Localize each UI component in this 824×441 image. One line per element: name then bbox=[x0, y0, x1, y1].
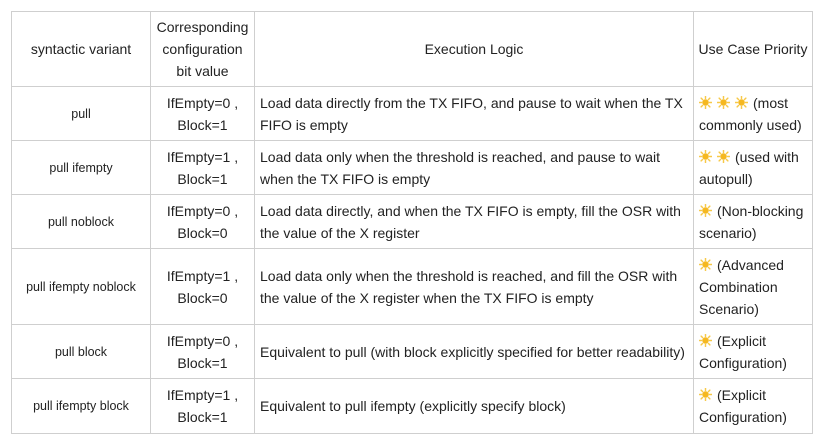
sun-icon bbox=[699, 95, 712, 109]
config-cell: IfEmpty=1 , Block=0 bbox=[150, 248, 255, 325]
pull-variants-table: syntactic variant Corresponding configur… bbox=[11, 11, 813, 434]
priority-label: (Explicit Configuration) bbox=[699, 387, 787, 425]
sun-icon bbox=[699, 388, 712, 401]
config-block: Block=1 bbox=[177, 409, 228, 425]
sun-icon bbox=[699, 203, 712, 217]
table-row: pull ifempty noblock IfEmpty=1 ,Block=0 … bbox=[11, 248, 813, 325]
sun-icon bbox=[717, 149, 730, 163]
logic-cell: Equivalent to pull (with block explicitl… bbox=[254, 324, 694, 379]
priority-suns bbox=[699, 95, 753, 111]
table-row: pull ifempty IfEmpty=1 , Block=1 Load dat… bbox=[11, 140, 813, 195]
config-ifempty: IfEmpty=1 , bbox=[166, 387, 239, 403]
priority-cell: (Advanced Combination Scenario) bbox=[693, 248, 813, 325]
config-ifempty: IfEmpty=1 , bbox=[166, 267, 239, 284]
priority-cell: (Non-blocking scenario) bbox=[693, 194, 813, 249]
variant-cell: pull ifempty noblock bbox=[11, 248, 151, 325]
variant-cell: pull ifempty bbox=[11, 140, 151, 195]
header-config: Corresponding configuration bit value bbox=[150, 11, 255, 87]
config-block: Block=1 bbox=[177, 354, 228, 371]
config-block: Block=1 bbox=[177, 116, 228, 133]
priority-cell: (Explicit Configuration) bbox=[693, 378, 813, 434]
priority-label: (most commonly used) bbox=[699, 94, 802, 133]
config-block: Block=0 bbox=[177, 289, 228, 306]
config-ifempty: IfEmpty=1 , bbox=[166, 148, 239, 165]
header-priority: Use Case Priority bbox=[693, 11, 813, 87]
table-row: pull ifempty block IfEmpty=1 , Block=1 Eq… bbox=[11, 378, 813, 434]
sun-icon bbox=[699, 149, 712, 163]
config-cell: IfEmpty=1 , Block=1 bbox=[150, 140, 255, 195]
config-ifempty: IfEmpty=0 , bbox=[166, 332, 239, 349]
logic-cell: Load data directly, and when the TX FIFO… bbox=[254, 194, 694, 249]
variant-cell: pull bbox=[11, 86, 151, 141]
priority-cell: (used with autopull) bbox=[693, 140, 813, 195]
priority-suns bbox=[699, 149, 735, 165]
variant-cell: pull ifempty block bbox=[11, 378, 151, 434]
table-row: pull block IfEmpty=0 , Block=1 Equivalent… bbox=[11, 324, 813, 379]
variant-cell: pull block bbox=[11, 324, 151, 379]
priority-label: (Non-blocking scenario) bbox=[699, 202, 804, 241]
header-logic: Execution Logic bbox=[254, 11, 694, 87]
priority-suns bbox=[699, 387, 717, 403]
config-block: Block=1 bbox=[177, 170, 228, 187]
sun-icon bbox=[735, 95, 748, 109]
sun-icon bbox=[699, 257, 712, 271]
priority-label: (Advanced Combination Scenario) bbox=[699, 256, 784, 317]
config-cell: IfEmpty=0 , Block=1 bbox=[150, 86, 255, 141]
priority-suns bbox=[699, 333, 717, 349]
priority-label: (used with autopull) bbox=[699, 148, 799, 187]
table-row: pull noblock IfEmpty=0 , Block=0 Load dat… bbox=[11, 194, 813, 249]
sun-icon bbox=[699, 333, 712, 347]
logic-cell: Load data only when the threshold is rea… bbox=[254, 140, 694, 195]
sun-icon bbox=[717, 95, 730, 109]
priority-cell: (most commonly used) bbox=[693, 86, 813, 141]
priority-label: (Explicit Configuration) bbox=[699, 332, 787, 371]
config-ifempty: IfEmpty=0 , bbox=[166, 94, 239, 111]
logic-cell: Load data only when the threshold is rea… bbox=[254, 248, 694, 325]
config-block: Block=0 bbox=[177, 224, 228, 241]
priority-suns bbox=[699, 203, 717, 219]
config-ifempty: IfEmpty=0 , bbox=[166, 202, 239, 219]
table-header-row: syntactic variant Corresponding configur… bbox=[11, 11, 813, 87]
variant-cell: pull noblock bbox=[11, 194, 151, 249]
priority-suns bbox=[699, 257, 717, 273]
header-variant: syntactic variant bbox=[11, 11, 151, 87]
table-row: pull IfEmpty=0 , Block=1 Load data direct… bbox=[11, 86, 813, 141]
config-cell: IfEmpty=1 , Block=1 bbox=[150, 378, 255, 434]
config-cell: IfEmpty=0 , Block=0 bbox=[150, 194, 255, 249]
logic-cell: Load data directly from the TX FIFO, and… bbox=[254, 86, 694, 141]
config-cell: IfEmpty=0 , Block=1 bbox=[150, 324, 255, 379]
logic-cell: Equivalent to pull ifempty (explicitly s… bbox=[254, 378, 694, 434]
priority-cell: (Explicit Configuration) bbox=[693, 324, 813, 379]
